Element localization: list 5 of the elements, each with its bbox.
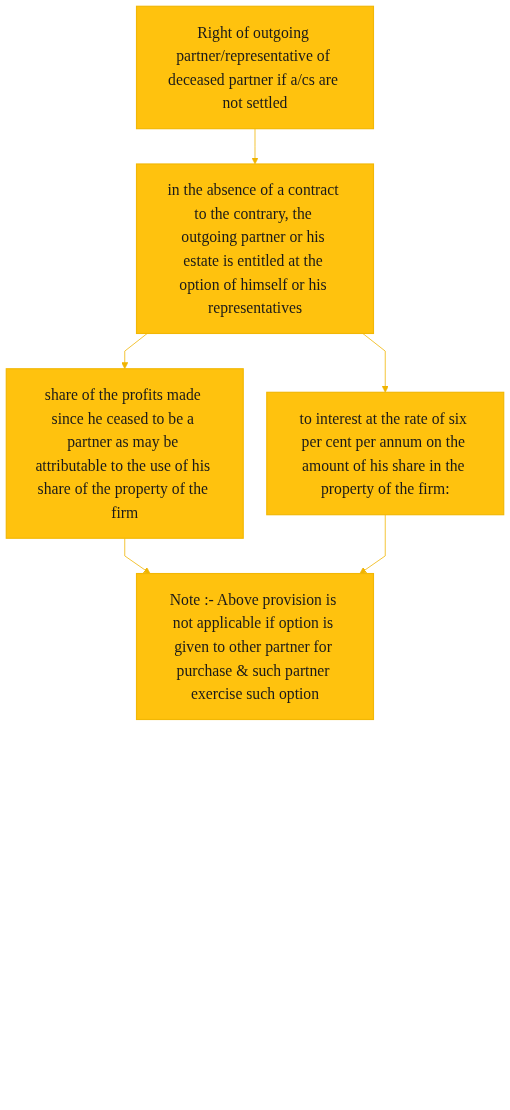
node-box: share of the profits made since he ceased to be a partner as may be attributable to the use of his share of the property of the firm [5, 368, 244, 539]
node-box: Right of outgoing partner/representative of deceased partner if a/cs are not settled [135, 5, 375, 130]
node-box: Note :- Above provision is not applicable if option is given to other partner for purchase & such partner exercise such option [135, 572, 375, 721]
node-box: to interest at the rate of six per cent per annum on the amount of his share in the property of the firm: [266, 391, 505, 516]
node-box: in the absence of a contract to the contrary, the outgoing partner or his estate is entitled at the option of himself or his representatives [135, 163, 375, 335]
